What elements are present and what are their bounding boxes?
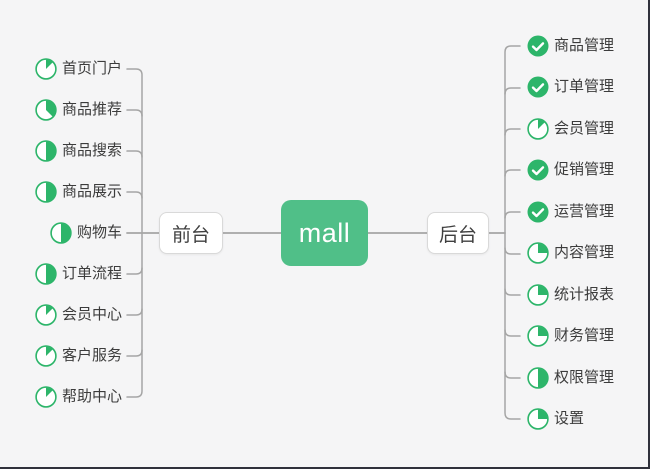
task-progress-icon [35,140,57,162]
topic-label: 商品搜索 [61,142,122,159]
topic-item[interactable]: 订单流程 [35,263,122,285]
topic-label: 商品管理 [554,37,615,54]
topic-label: 促销管理 [554,161,615,179]
task-progress-icon [35,345,57,367]
topic-item[interactable]: 商品搜索 [35,140,122,162]
topic-item[interactable]: 帮助中心 [35,386,122,408]
root-node[interactable]: mall [281,200,368,266]
topic-item[interactable]: 商品管理 [527,35,614,57]
topic-label: 内容管理 [554,244,615,262]
task-progress-icon [35,386,57,408]
topic-label: 运营管理 [554,202,615,220]
task-progress-icon [527,118,549,140]
topic-item[interactable]: 会员中心 [35,304,122,326]
task-progress-icon [527,283,549,306]
topic-label: 首页门户 [61,60,122,77]
task-done-icon [527,201,549,223]
topic-item[interactable]: 首页门户 [35,58,122,80]
topic-label: 设置 [554,409,585,427]
topic-item[interactable]: 客户服务 [35,345,122,367]
topic-label: 商品推荐 [61,101,122,118]
topic-label: 会员管理 [554,119,615,137]
topic-item[interactable]: 统计报表 [527,283,615,306]
topic-item[interactable]: 内容管理 [527,242,614,264]
topic-label: 会员中心 [61,306,122,323]
topic-label: 订单管理 [554,78,615,96]
topic-item[interactable]: 设置 [527,408,584,430]
task-progress-icon [527,366,549,389]
task-done-icon [527,35,549,57]
topic-item[interactable]: 权限管理 [527,366,615,389]
topic-item[interactable]: 商品推荐 [35,99,122,121]
topic-label: 商品展示 [61,183,122,200]
task-done-icon [527,76,549,98]
topic-label: 订单流程 [61,265,122,282]
topic-item[interactable]: 促销管理 [527,159,614,181]
topic-label: 帮助中心 [61,388,122,405]
topic-label: 财务管理 [554,327,615,345]
backend-topic-list: 商品管理 订单管理 会员管理 促销管理 运营管理 内容管理 统计报表 财务管理 [527,35,648,430]
task-progress-icon [527,242,549,264]
topic-item[interactable]: 购物车 [50,222,122,244]
task-done-icon [527,159,549,181]
topic-label: 权限管理 [554,368,615,386]
task-progress-icon [527,325,549,347]
topic-item[interactable]: 订单管理 [527,76,614,98]
topic-label: 统计报表 [554,285,615,303]
topic-item[interactable]: 财务管理 [527,325,614,347]
task-progress-icon [50,222,72,244]
task-progress-icon [35,99,57,121]
topic-label: 购物车 [76,224,122,241]
branch-node-frontend[interactable]: 前台 [159,212,223,254]
task-progress-icon [35,181,57,203]
topic-item[interactable]: 商品展示 [35,181,122,203]
task-progress-icon [35,304,57,326]
topic-item[interactable]: 会员管理 [527,118,614,140]
frontend-topic-list: 首页门户 商品推荐 商品搜索 商品展示 购物车 订单流程 会员中心 客户服务 [0,58,122,408]
task-progress-icon [527,408,549,430]
topic-item[interactable]: 运营管理 [527,201,614,223]
task-progress-icon [35,58,57,80]
task-progress-icon [35,263,57,285]
branch-node-backend[interactable]: 后台 [427,212,489,254]
topic-label: 客户服务 [61,347,122,364]
